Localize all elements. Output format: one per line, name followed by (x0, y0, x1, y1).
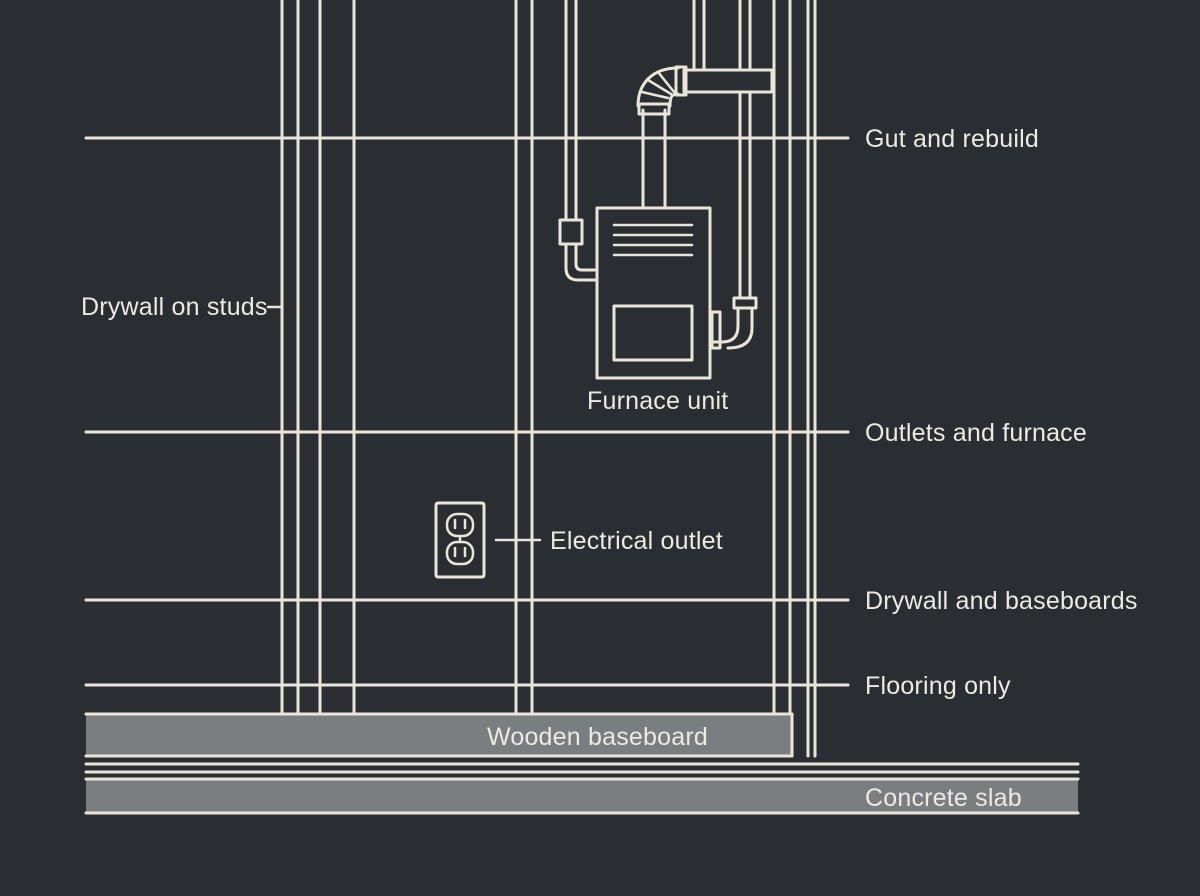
level-lines (84, 136, 850, 687)
furnace-icon (595, 206, 712, 380)
condensate-pipe (710, 296, 758, 350)
label-gut-and-rebuild: Gut and rebuild (865, 125, 1039, 153)
label-concrete-slab: Concrete slab (865, 784, 1022, 812)
label-electrical-outlet: Electrical outlet (550, 527, 723, 555)
gas-line (558, 218, 599, 282)
wooden-baseboard (84, 712, 794, 758)
label-outlets-and-furnace: Outlets and furnace (865, 419, 1087, 447)
pipe-elbow-icon (636, 66, 680, 108)
label-wooden-baseboard: Wooden baseboard (487, 723, 708, 751)
label-drywall-on-studs: Drywall on studs (81, 293, 268, 321)
label-flooring-only: Flooring only (865, 672, 1011, 700)
outlet-icon (434, 501, 486, 579)
wall-studs (280, 0, 817, 758)
concrete-slab (84, 762, 1080, 815)
leader-lines (266, 305, 542, 542)
label-furnace-unit: Furnace unit (587, 387, 729, 415)
pipes (564, 0, 774, 300)
label-drywall-and-baseboards: Drywall and baseboards (865, 587, 1138, 615)
